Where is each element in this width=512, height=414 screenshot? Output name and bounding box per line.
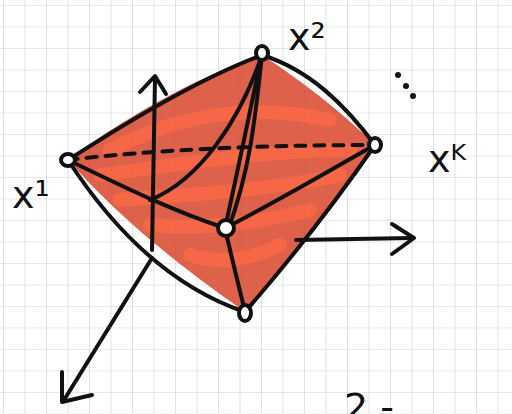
vertex-dots xyxy=(61,46,381,321)
polytope-fill xyxy=(68,55,375,312)
page-note: 2 - xyxy=(344,388,394,414)
vertex-label: x¹ xyxy=(12,176,50,214)
vertex-label: xᴷ xyxy=(428,140,466,178)
ellipsis-dots xyxy=(395,72,416,99)
vertex-label: x² xyxy=(288,18,326,56)
polytope-edges xyxy=(68,55,375,312)
